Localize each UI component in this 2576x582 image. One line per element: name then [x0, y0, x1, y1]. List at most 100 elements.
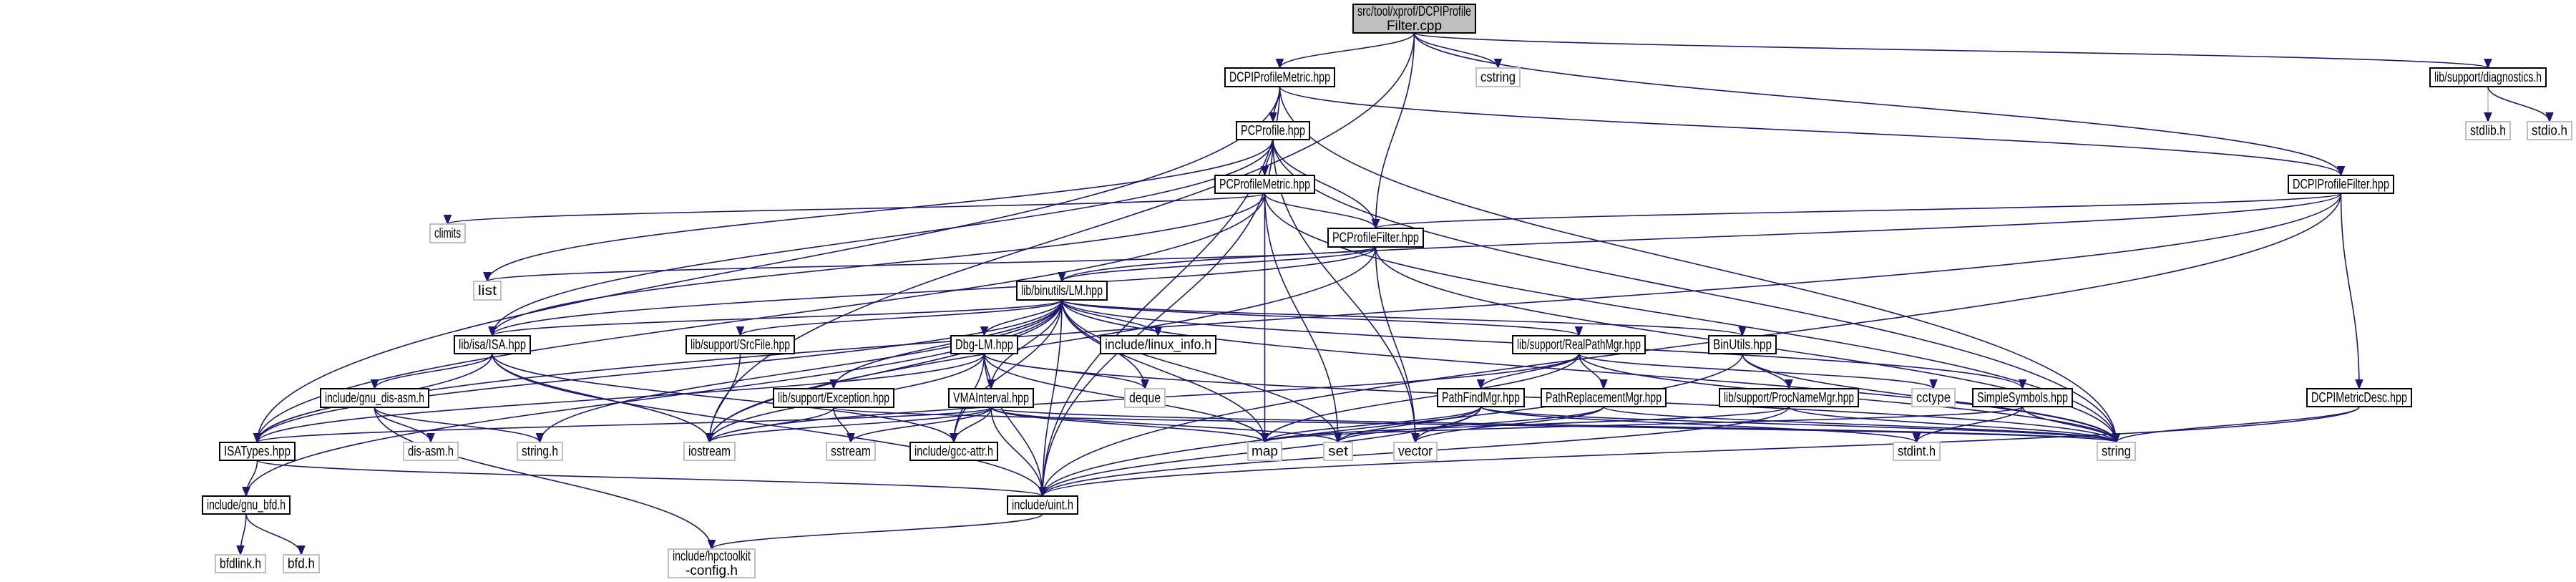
edge-lm-to-isatypes: [253, 299, 1063, 444]
node-linuxinfo[interactable]: include/linux_info.h: [1100, 335, 1216, 354]
edge-vmainterval-to-sstream: [847, 407, 992, 444]
edge-root-to-diagnostics: [1413, 32, 2492, 69]
node-box: [1352, 4, 1476, 34]
node-dcpimetricdesc[interactable]: DCPIMetricDesc.hpp: [2306, 388, 2412, 407]
node-label: include/hpctoolkit: [673, 549, 751, 564]
node-box: [1437, 388, 1525, 407]
node-uint[interactable]: include/uint.h: [1007, 495, 1078, 515]
node-box: [1100, 335, 1216, 354]
node-box: [2527, 121, 2572, 140]
node-binutils[interactable]: BinUtils.hpp: [1708, 335, 1777, 354]
edge-lm-to-iostream: [705, 299, 1063, 444]
node-pathreplacementmgr[interactable]: PathReplacementMgr.hpp: [1541, 388, 1667, 407]
edge-dcpiprofilemetric-to-dcpiprofilefilter: [1279, 86, 2345, 177]
node-exception[interactable]: lib/support/Exception.hpp: [773, 388, 894, 408]
node-box: [454, 335, 531, 354]
node-label: cstring: [1480, 70, 1516, 85]
node-pcprofile[interactable]: PCProfile.hpp: [1236, 121, 1310, 140]
edge-vmainterval-to-string: [990, 407, 2120, 444]
node-gnudisasm[interactable]: include/gnu_dis-asm.h: [320, 388, 429, 408]
edge-uint-to-hpctoolkitconfig: [708, 513, 1043, 551]
edge-pcprofile-to-isa: [488, 139, 1274, 337]
node-label: bfdlink.h: [220, 557, 261, 572]
edge-lm-to-srcfile: [736, 299, 1063, 337]
node-label: string.h: [522, 445, 558, 460]
edge-lm-to-exception: [829, 299, 1063, 390]
node-stdint: stdint.h: [1893, 442, 1941, 461]
node-label: lib/support/RealPathMgr.hpp: [1517, 338, 1641, 353]
node-box: [1475, 67, 1521, 87]
node-diagnostics[interactable]: lib/support/diagnostics.h: [2429, 67, 2547, 87]
edge-dcpimetricdesc-to-uint: [1038, 406, 2360, 498]
node-gnubfd[interactable]: include/gnu_bfd.h: [202, 495, 291, 515]
edge-diagnostics-to-stdio: [2487, 86, 2554, 123]
node-procnamemgr[interactable]: lib/support/ProcNameMgr.hpp: [1719, 388, 1859, 407]
node-dcpiprofilefilter[interactable]: DCPIProfileFilter.hpp: [2288, 175, 2394, 194]
node-stdio: stdio.h: [2527, 121, 2572, 140]
edge-dcpiprofilefilter-to-lm: [1058, 193, 2342, 283]
edge-pathreplacementmgr-to-vector: [1411, 406, 1604, 444]
node-deque: deque: [1124, 388, 1166, 408]
node-pcprofilefilter[interactable]: PCProfileFilter.hpp: [1327, 228, 1424, 248]
node-box: [2429, 67, 2547, 87]
node-box: [202, 495, 291, 515]
edge-lm-to-map: [1061, 299, 1269, 444]
node-isatypes[interactable]: ISATypes.hpp: [219, 442, 296, 461]
node-label: lib/support/ProcNameMgr.hpp: [1724, 391, 1854, 406]
node-box: [909, 442, 998, 461]
node-box: [215, 554, 266, 573]
node-pcprofilemetric[interactable]: PCProfileMetric.hpp: [1214, 175, 1315, 194]
edge-simplesymbols-to-map: [1261, 406, 2024, 444]
node-label: DCPIProfileMetric.hpp: [1229, 70, 1330, 85]
node-realpathmgr[interactable]: lib/support/RealPathMgr.hpp: [1512, 335, 1646, 354]
node-box: [283, 554, 320, 573]
node-disasm: dis-asm.h: [403, 442, 459, 461]
edge-pathreplacementmgr-to-string: [1603, 406, 2120, 444]
node-label: SimpleSymbols.hpp: [1977, 391, 2068, 406]
node-root[interactable]: src/tool/xprof/DCPIProfileFilter.cpp: [1352, 4, 1476, 34]
node-label: Filter.cpp: [1387, 19, 1442, 34]
node-simplesymbols[interactable]: SimpleSymbols.hpp: [1972, 388, 2073, 407]
edge-pathreplacementmgr-to-set: [1334, 406, 1604, 444]
node-label: dis-asm.h: [408, 445, 454, 460]
node-stringh: string.h: [517, 442, 563, 461]
node-label: cctype: [1916, 391, 1951, 406]
node-box: [1214, 175, 1315, 194]
edge-dbglm-to-uint: [983, 353, 1047, 498]
node-label: -config.h: [686, 563, 738, 578]
node-vmainterval[interactable]: VMAInterval.hpp: [948, 388, 1034, 408]
node-lm[interactable]: lib/binutils/LM.hpp: [1016, 281, 1108, 301]
node-srcfile[interactable]: lib/support/SrcFile.hpp: [686, 335, 795, 354]
node-label: src/tool/xprof/DCPIProfile: [1357, 4, 1471, 19]
node-dbglm[interactable]: Dbg-LM.hpp: [950, 335, 1018, 354]
edge-procnamemgr-to-string: [1788, 406, 2120, 444]
edge-vmainterval-to-isatypes: [253, 407, 992, 444]
node-gccattr[interactable]: include/gcc-attr.h: [909, 442, 998, 461]
edge-pcprofilemetric-to-pcprofilefilter: [1264, 193, 1380, 230]
node-box: [2465, 121, 2511, 140]
node-set: set: [1323, 442, 1353, 461]
edge-root-to-pcprofilefilter: [1371, 32, 1415, 230]
node-hpctoolkitconfig: include/hpctoolkit-config.h: [668, 548, 756, 578]
node-isa[interactable]: lib/isa/ISA.hpp: [454, 335, 531, 354]
edge-lm-to-uint: [1038, 299, 1063, 498]
edge-dcpiprofilemetric-to-string: [1279, 86, 2121, 444]
node-box: [1224, 67, 1335, 87]
node-label: lib/support/diagnostics.h: [2434, 70, 2542, 85]
node-label: stdint.h: [1898, 445, 1936, 460]
edge-pcprofilefilter-to-list: [483, 246, 1377, 283]
node-dcpiprofilemetric[interactable]: DCPIProfileMetric.hpp: [1224, 67, 1335, 87]
node-label: iostream: [688, 445, 731, 460]
edge-pcprofilemetric-to-isa: [488, 193, 1266, 337]
node-label: stdio.h: [2532, 124, 2567, 139]
edge-vmainterval-to-uint: [990, 407, 1047, 498]
edge-lm-to-dbglm: [980, 299, 1063, 337]
nodes-layer: src/tool/xprof/DCPIProfileFilter.cppDCPI…: [202, 4, 2572, 578]
node-pathfindmgr[interactable]: PathFindMgr.hpp: [1437, 388, 1525, 407]
node-label: include/gcc-attr.h: [914, 445, 993, 460]
edge-pcprofile-to-list: [483, 139, 1274, 283]
edge-pcprofilemetric-to-climits: [444, 193, 1266, 225]
edge-pcprofilefilter-to-vector: [1375, 246, 1420, 444]
edge-pathfindmgr-to-map: [1260, 406, 1482, 444]
node-label: deque: [1129, 391, 1161, 406]
